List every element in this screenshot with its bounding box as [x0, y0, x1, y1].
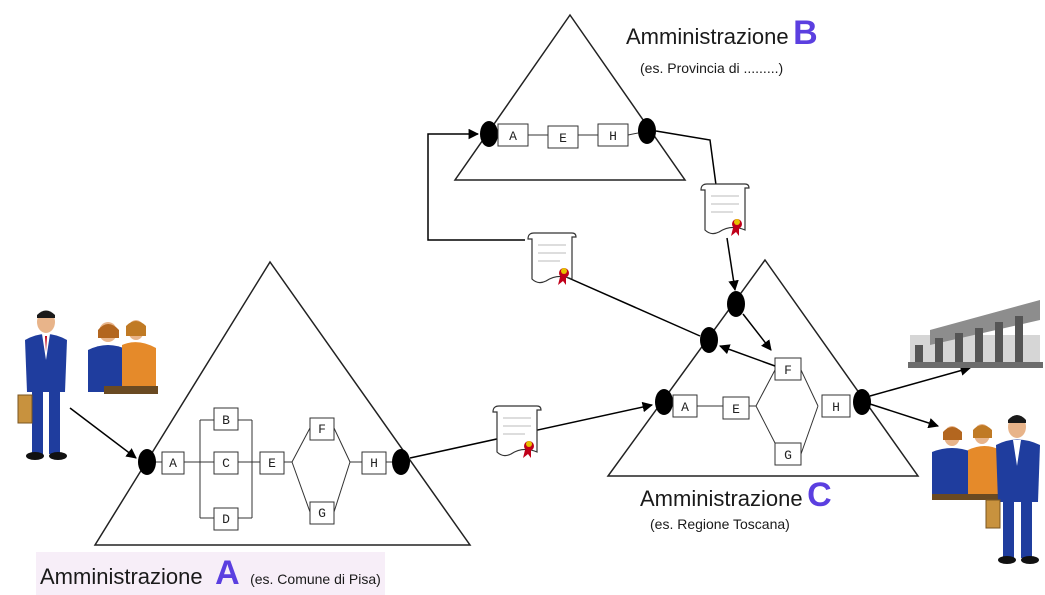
- process-admin-b: A E H: [480, 118, 656, 149]
- box-c-E: E: [732, 402, 740, 417]
- node-a-start: [138, 449, 156, 475]
- node-c-merge-top: [727, 291, 745, 317]
- process-admin-a: A B C D E F G H: [138, 407, 410, 531]
- box-a-G: G: [318, 506, 326, 521]
- triangle-admin-c: [606, 258, 920, 477]
- process-admin-c: A E F G H: [655, 291, 871, 466]
- office-building-icon: [908, 300, 1043, 368]
- admin-a-word: Amministrazione: [40, 564, 203, 589]
- document-scroll-icon: [700, 183, 750, 237]
- box-c-A: A: [681, 400, 689, 415]
- admin-c-word: Amministrazione: [640, 486, 803, 511]
- node-b-start: [480, 121, 498, 147]
- admin-b-letter: B: [793, 14, 818, 52]
- box-a-A: A: [169, 456, 177, 471]
- box-a-D: D: [222, 512, 230, 527]
- triangle-admin-a: [93, 260, 472, 546]
- box-a-E: E: [268, 456, 276, 471]
- admin-b-note: (es. Provincia di .........): [640, 60, 784, 76]
- admin-a-label: Amministrazione A (es. Comune di Pisa): [36, 552, 385, 595]
- box-c-H: H: [832, 400, 840, 415]
- citizens-group-right-icon: [932, 415, 1040, 564]
- admin-a-letter: A: [215, 554, 240, 592]
- box-c-F: F: [784, 363, 792, 378]
- admin-c-letter: C: [807, 476, 832, 514]
- admin-b-word: Amministrazione: [626, 24, 789, 49]
- box-a-B: B: [222, 413, 230, 428]
- node-a-end: [392, 449, 410, 475]
- admin-c-note: (es. Regione Toscana): [650, 516, 790, 532]
- citizens-women-icon: [88, 320, 158, 394]
- document-scroll-icon: [492, 405, 542, 459]
- node-c-end: [853, 389, 871, 415]
- flow-arrows: [69, 128, 972, 459]
- box-a-H: H: [370, 456, 378, 471]
- document-scroll-icon: [527, 232, 577, 286]
- box-a-F: F: [318, 422, 326, 437]
- node-c-merge-left: [700, 327, 718, 353]
- box-b-E: E: [559, 131, 567, 146]
- admin-c-label: Amministrazione C: [640, 476, 832, 515]
- citizen-man-icon: [17, 310, 67, 460]
- admin-a-note: (es. Comune di Pisa): [250, 571, 381, 587]
- node-b-end: [638, 118, 656, 144]
- box-b-A: A: [509, 129, 517, 144]
- box-c-G: G: [784, 448, 792, 463]
- node-c-start: [655, 389, 673, 415]
- box-b-H: H: [609, 129, 617, 144]
- admin-b-label: Amministrazione B: [626, 14, 818, 53]
- box-a-C: C: [222, 456, 230, 471]
